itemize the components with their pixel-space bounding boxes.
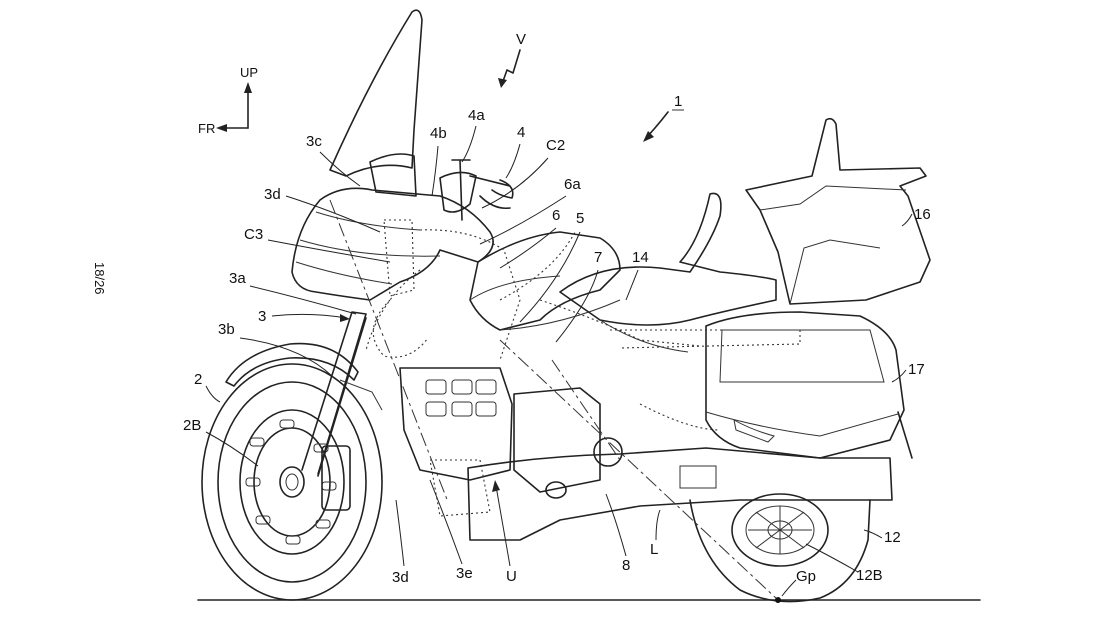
front-fork — [301, 311, 383, 477]
windscreen — [329, 9, 423, 177]
label-4b: 4b — [430, 125, 447, 142]
label-5: 5 — [576, 210, 584, 227]
page-number: 18/26 — [92, 262, 107, 295]
label-3d-upper: 3d — [264, 186, 281, 203]
label-6a: 6a — [564, 176, 581, 193]
top-case — [745, 117, 931, 305]
view-marker-label: V — [516, 31, 526, 48]
handlebar — [451, 159, 514, 221]
label-3c: 3c — [306, 133, 322, 150]
front-fairing — [291, 187, 494, 301]
label-6: 6 — [552, 207, 560, 224]
label-2b: 2B — [183, 417, 201, 434]
label-3: 3 — [258, 308, 266, 325]
orientation-indicator: UP FR — [198, 65, 258, 136]
label-3b: 3b — [218, 321, 235, 338]
axis-lines — [329, 199, 779, 601]
seat — [559, 192, 777, 326]
label-14: 14 — [632, 249, 649, 266]
label-16: 16 — [914, 206, 931, 223]
front-label: FR — [198, 121, 215, 136]
label-17: 17 — [908, 361, 925, 378]
label-2: 2 — [194, 371, 202, 388]
saddle-bag — [705, 311, 913, 459]
label-3d-lower: 3d — [392, 569, 409, 586]
up-label: UP — [240, 65, 258, 80]
label-4: 4 — [517, 124, 525, 141]
label-12b: 12B — [856, 567, 883, 584]
rear-wheel — [689, 493, 871, 603]
mirrors — [369, 153, 477, 213]
reference-labels: 3c 4b 4a 4 C2 6a 3d 6 5 C3 7 14 16 3a 3 … — [183, 107, 931, 597]
label-3a: 3a — [229, 270, 246, 287]
label-u: U — [506, 568, 517, 585]
label-3e: 3e — [456, 565, 473, 582]
hidden-internal-lines — [365, 219, 801, 517]
body-panel — [469, 231, 621, 331]
vehicle-number: 1 — [674, 93, 682, 110]
engine — [399, 367, 623, 499]
vehicle-reference: 1 — [643, 93, 684, 142]
rear-body — [467, 447, 893, 541]
label-c2: C2 — [546, 137, 565, 154]
label-l: L — [650, 541, 658, 558]
label-7: 7 — [594, 249, 602, 266]
label-c3: C3 — [244, 226, 263, 243]
label-4a: 4a — [468, 107, 485, 124]
label-12: 12 — [884, 529, 901, 546]
ground-point-marker — [775, 597, 781, 603]
front-fender — [225, 342, 359, 387]
label-8: 8 — [622, 557, 630, 574]
front-wheel — [201, 363, 383, 601]
label-gp: Gp — [796, 568, 816, 585]
view-marker: V — [498, 31, 526, 88]
